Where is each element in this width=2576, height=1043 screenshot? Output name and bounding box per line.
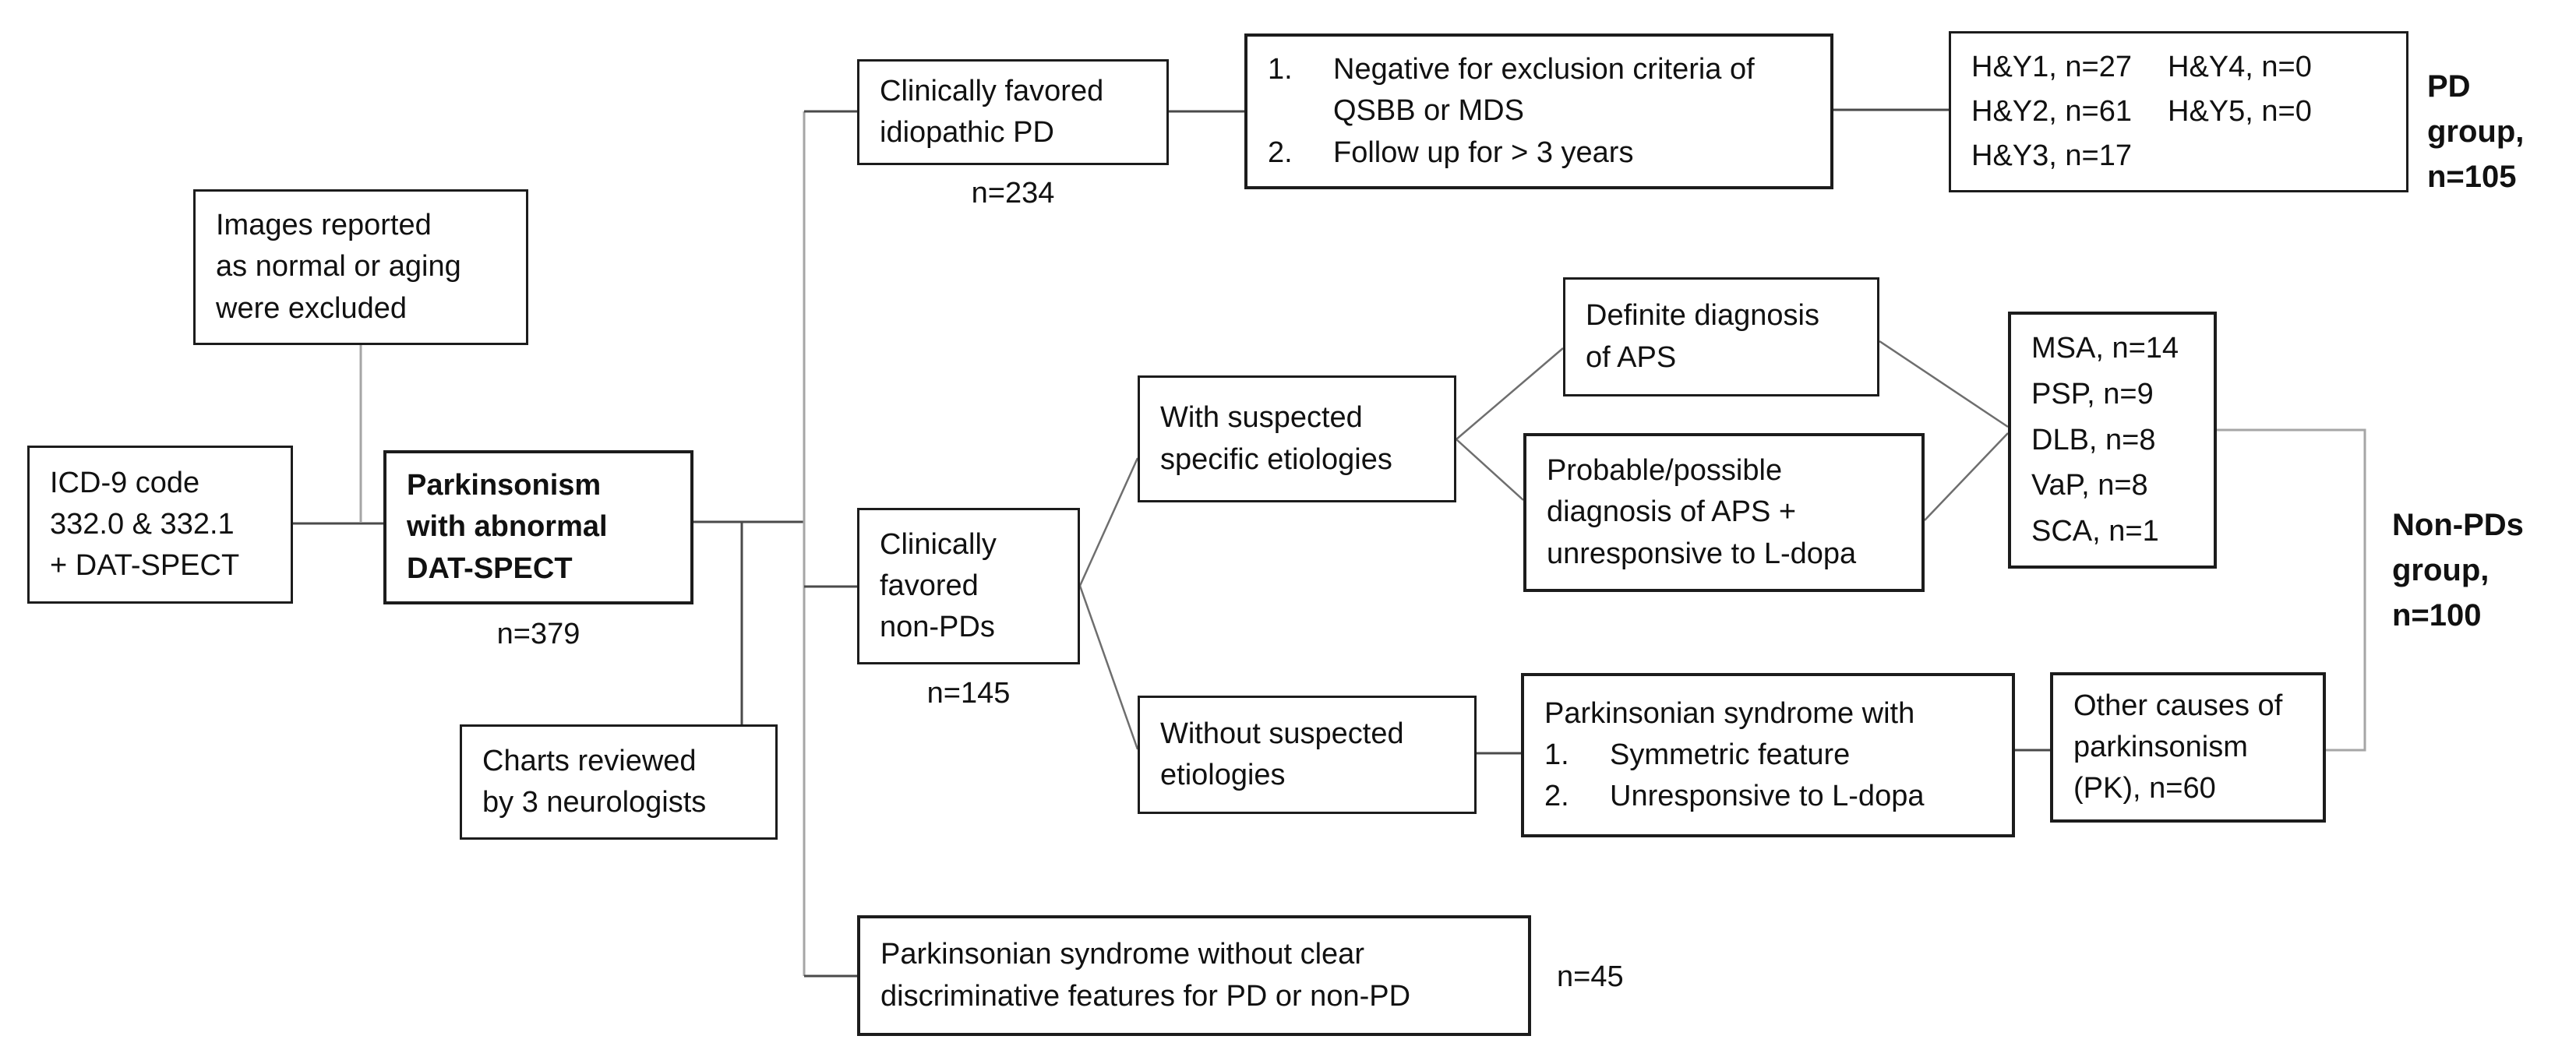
subtype-count: SCA, n=1 — [2031, 515, 2159, 548]
box-text-line: by 3 neurologists — [482, 786, 707, 819]
subtype-count: MSA, n=14 — [2031, 331, 2179, 365]
images-excluded-box: Images reported as normal or aging were … — [193, 189, 528, 345]
label-line: Non-PDs — [2392, 508, 2524, 542]
hy-stage: H&Y5, n=0 — [2168, 95, 2312, 128]
box-text-line: favored — [880, 569, 979, 602]
other-causes-parkinsonism-box: Other causes of parkinsonism (PK), n=60 — [2050, 672, 2326, 823]
charts-reviewed-box: Charts reviewed by 3 neurologists — [460, 724, 778, 840]
box-text-line: etiologies — [1160, 759, 1286, 791]
criteria-item-1: 1. Negative for exclusion criteria of QS… — [1268, 49, 1810, 132]
label-line: PD group, — [2427, 69, 2525, 149]
parkinsonism-abnormal-datspect-box: Parkinsonism with abnormal DAT-SPECT — [383, 450, 693, 604]
label-line: n=100 — [2392, 598, 2482, 632]
box-text-line: with abnormal — [407, 510, 608, 544]
list-number: 2. — [1268, 136, 1293, 169]
aps-subtype-counts-box: MSA, n=14 PSP, n=9 DLB, n=8 VaP, n=8 SCA… — [2008, 312, 2217, 569]
box-text-line: were excluded — [216, 291, 408, 325]
count-label-n379: n=379 — [496, 618, 580, 650]
box-text-line: as normal or aging — [216, 250, 461, 284]
list-text: Follow up for > 3 years — [1333, 136, 1634, 169]
box-text-line: (PK), n=60 — [2073, 772, 2216, 805]
parkinsonian-syndrome-features-box: Parkinsonian syndrome with 1. Symmetric … — [1521, 673, 2015, 837]
box-text-line: Parkinsonian syndrome without clear — [880, 938, 1364, 971]
hy-stage: H&Y2, n=61 — [1971, 95, 2132, 128]
box-text-line: Charts reviewed — [482, 744, 697, 777]
box-text-line: Other causes of — [2073, 689, 2283, 722]
box-text-line: DAT-SPECT — [407, 551, 573, 585]
count-label-n45: n=45 — [1557, 960, 1624, 993]
count-label-n234: n=234 — [971, 177, 1055, 210]
box-text-line: unresponsive to L-dopa — [1547, 537, 1857, 570]
box-text-line: discriminative features for PD or non-PD — [880, 979, 1411, 1013]
probable-possible-aps-box: Probable/possible diagnosis of APS + unr… — [1523, 433, 1925, 592]
box-text-line: Probable/possible — [1547, 454, 1783, 488]
pd-group-total-label: PD group, n=105 — [2427, 64, 2576, 199]
list-number: 1. — [1268, 53, 1293, 86]
subtype-count: VaP, n=8 — [2031, 469, 2148, 502]
criteria-item-2: 2. Follow up for > 3 years — [1268, 132, 1810, 174]
box-text-line: Clinically favored — [880, 74, 1104, 107]
box-text-line: Definite diagnosis — [1586, 299, 1819, 333]
without-suspected-etiologies-box: Without suspected etiologies — [1138, 696, 1477, 814]
box-text-line: 332.0 & 332.1 — [50, 507, 235, 541]
pd-inclusion-criteria-box: 1. Negative for exclusion criteria of QS… — [1244, 33, 1833, 189]
clinically-favored-nonpds-box: Clinically favored non-PDs — [857, 508, 1080, 664]
box-title-line: Parkinsonian syndrome with — [1544, 696, 1915, 730]
definite-aps-diagnosis-box: Definite diagnosis of APS — [1563, 277, 1879, 396]
hy-stage: H&Y3, n=17 — [1971, 139, 2132, 172]
list-text: Unresponsive to L-dopa — [1610, 780, 1925, 813]
box-text-line: Images reported — [216, 209, 432, 242]
box-text-line: non-PDs — [880, 611, 995, 644]
connector-nonpd-group-bracket — [2217, 428, 2366, 752]
icd-code-box: ICD-9 code 332.0 & 332.1 + DAT-SPECT — [27, 446, 293, 604]
syndrome-item-2: 2. Unresponsive to L-dopa — [1544, 776, 1992, 817]
count-label-n145: n=145 — [926, 677, 1011, 710]
connector-suspected-probable — [1456, 439, 1524, 501]
list-number: 2. — [1544, 780, 1569, 813]
box-text-line: specific etiologies — [1160, 442, 1392, 476]
list-text: Negative for exclusion criteria of QSBB … — [1333, 53, 1755, 128]
box-text-line: Without suspected — [1160, 717, 1404, 750]
box-text-line: Parkinsonism — [407, 469, 602, 502]
connector-definite-msa — [1879, 340, 2009, 428]
subtype-count: DLB, n=8 — [2031, 423, 2156, 456]
box-text-line: Clinically — [880, 527, 997, 561]
subtype-count: PSP, n=9 — [2031, 377, 2154, 411]
list-text: Symmetric feature — [1610, 738, 1851, 771]
box-text-line: ICD-9 code — [50, 466, 200, 499]
label-line: n=105 — [2427, 160, 2517, 194]
hoehn-yahr-stages-box: H&Y1, n=27 H&Y2, n=61 H&Y3, n=17 H&Y4, n… — [1949, 31, 2408, 192]
hy-stage: H&Y1, n=27 — [1971, 51, 2132, 83]
connector-probable-msa — [1924, 432, 2009, 521]
hy-column-1: H&Y1, n=27 H&Y2, n=61 H&Y3, n=17 — [1971, 45, 2168, 178]
connector-nonpds-without — [1078, 585, 1139, 750]
list-number: 1. — [1544, 738, 1569, 771]
nonpd-group-total-label: Non-PDs group, n=100 — [2392, 502, 2576, 638]
hy-column-2: H&Y4, n=0 H&Y5, n=0 — [2168, 45, 2386, 178]
connector-nonpds-suspected — [1078, 457, 1139, 587]
box-text-line: of APS — [1586, 340, 1677, 374]
box-text-line: With suspected — [1160, 401, 1363, 435]
connector-suspected-definite — [1456, 347, 1564, 440]
box-text-line: idiopathic PD — [880, 116, 1054, 149]
clinically-favored-idiopathic-pd-box: Clinically favored idiopathic PD — [857, 59, 1169, 165]
box-text-line: + DAT-SPECT — [50, 549, 240, 583]
hy-columns: H&Y1, n=27 H&Y2, n=61 H&Y3, n=17 H&Y4, n… — [1971, 45, 2386, 178]
box-text-line: parkinsonism — [2073, 730, 2248, 763]
syndrome-item-1: 1. Symmetric feature — [1544, 735, 1992, 776]
label-line: group, — [2392, 553, 2490, 587]
box-text-line: diagnosis of APS + — [1547, 495, 1797, 529]
hy-stage: H&Y4, n=0 — [2168, 51, 2312, 83]
with-suspected-etiologies-box: With suspected specific etiologies — [1138, 375, 1456, 502]
no-discriminative-features-box: Parkinsonian syndrome without clear disc… — [857, 915, 1531, 1036]
